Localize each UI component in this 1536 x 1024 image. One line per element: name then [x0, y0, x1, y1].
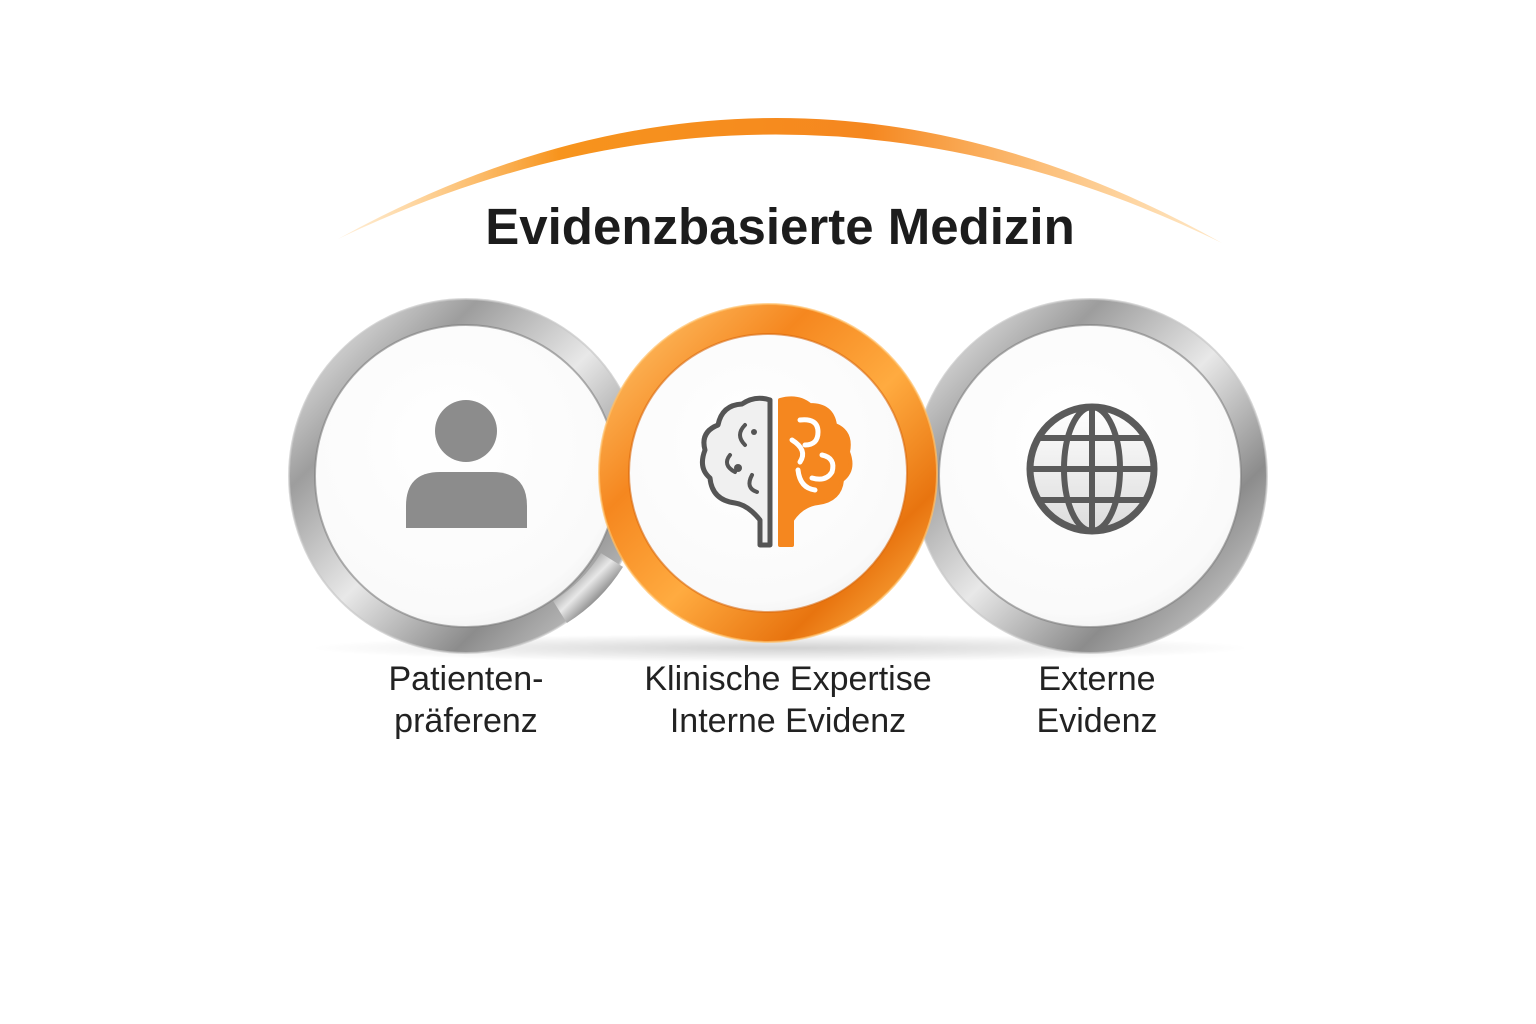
label-external-evidence-line2: Evidenz — [1037, 702, 1158, 740]
globe-icon — [1026, 403, 1158, 535]
label-patient-preference-line1: Patienten- — [389, 660, 544, 698]
label-patient-preference-line2: präferenz — [394, 702, 538, 740]
label-external-evidence-line1: Externe — [1038, 660, 1155, 698]
brain-icon — [699, 395, 853, 548]
person-icon — [406, 400, 527, 528]
diagram-title: Evidenzbasierte Medizin — [485, 198, 1075, 255]
accent-arc — [338, 117, 1222, 243]
label-clinical-expertise-line1: Klinische Expertise — [644, 660, 931, 698]
ring-interlock-left — [552, 552, 624, 624]
label-clinical-expertise-line2: Interne Evidenz — [670, 702, 906, 740]
rings-shadow — [310, 634, 1250, 662]
